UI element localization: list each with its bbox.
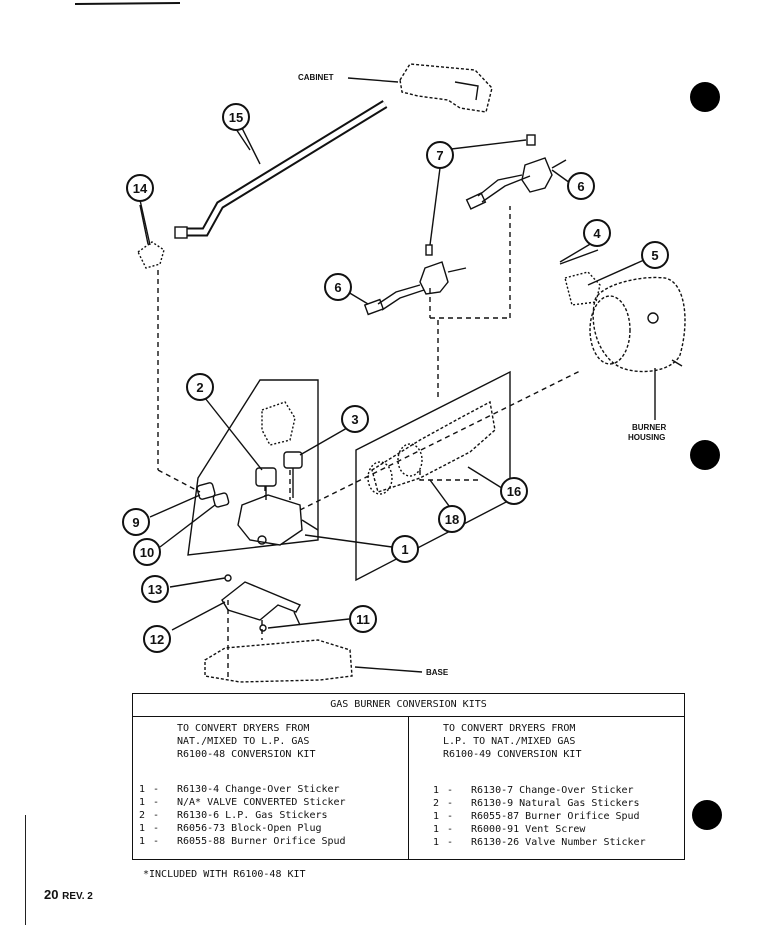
- kit-right-heading-1: TO CONVERT DRYERS FROM: [443, 723, 576, 734]
- callout-6-lower: 6: [334, 280, 341, 295]
- label-burner-housing-2: HOUSING: [628, 433, 665, 442]
- kit-left-item: 1-N/A* VALVE CONVERTED Sticker: [139, 797, 346, 808]
- kit-left-heading-2: NAT./MIXED TO L.P. GAS: [177, 736, 310, 747]
- callout-9: 9: [132, 515, 139, 530]
- callout-5: 5: [651, 248, 658, 263]
- callout-12: 12: [150, 632, 164, 647]
- label-base: BASE: [426, 668, 449, 677]
- kit-right-item: 1-R6000-91 Vent Screw: [433, 824, 586, 835]
- callout-15: 15: [229, 110, 243, 125]
- callout-18: 18: [445, 512, 459, 527]
- kit-right-item: 1-R6130-7 Change-Over Sticker: [433, 785, 634, 796]
- binder-hole-1: [690, 82, 720, 112]
- burner-housing: [559, 249, 686, 420]
- kit-table-divider: [408, 716, 409, 859]
- callout-11: 11: [356, 612, 370, 627]
- burner-panel: [355, 370, 511, 582]
- binder-hole-2: [690, 440, 720, 470]
- kit-table-title: GAS BURNER CONVERSION KITS: [133, 694, 684, 717]
- callout-7: 7: [436, 148, 443, 163]
- callout-4: 4: [593, 226, 601, 241]
- valve-bracket: [221, 574, 302, 632]
- callout-16: 16: [507, 484, 521, 499]
- label-cabinet: CABINET: [298, 73, 334, 82]
- callout-6-upper: 6: [577, 179, 584, 194]
- kit-left-item: 1-R6056-73 Block-Open Plug: [139, 823, 322, 834]
- kit-right-item: 1-R6130-26 Valve Number Sticker: [433, 837, 646, 848]
- callout-13: 13: [148, 582, 162, 597]
- callout-14: 14: [133, 181, 148, 196]
- valve-mounting-plate: [187, 379, 319, 556]
- kit-left-heading-1: TO CONVERT DRYERS FROM: [177, 723, 310, 734]
- kit-right-column: TO CONVERT DRYERS FROM L.P. TO NAT./MIXE…: [433, 722, 646, 849]
- leader-lines: [139, 128, 645, 631]
- dryer-base: [204, 639, 423, 683]
- flame-sensor-upper: [465, 134, 567, 210]
- margin-line: [25, 815, 26, 925]
- conversion-kit-table: GAS BURNER CONVERSION KITS TO CONVERT DR…: [132, 693, 685, 860]
- igniter-lower: [363, 244, 467, 316]
- page-number: 20 REV. 2: [44, 887, 93, 902]
- kit-left-item: 1-R6055-88 Burner Orifice Spud: [139, 836, 346, 847]
- kit-left-column: TO CONVERT DRYERS FROM NAT./MIXED TO L.P…: [139, 722, 346, 848]
- callout-circles: [122, 103, 669, 653]
- kit-right-heading-2: L.P. TO NAT./MIXED GAS: [443, 736, 576, 747]
- pipe-fitting: [137, 204, 165, 269]
- callout-10: 10: [140, 545, 154, 560]
- kit-right-item: 2-R6130-9 Natural Gas Stickers: [433, 798, 640, 809]
- kit-left-heading-3: R6100-48 CONVERSION KIT: [177, 749, 316, 760]
- gas-valve: [237, 451, 319, 546]
- footnote: *INCLUDED WITH R6100-48 KIT: [143, 869, 306, 880]
- gas-supply-pipe: [174, 100, 388, 239]
- kit-left-item: 2-R6130-6 L.P. Gas Stickers: [139, 810, 328, 821]
- revision-label: REV. 2: [62, 891, 93, 902]
- callout-3: 3: [351, 412, 358, 427]
- callout-2: 2: [196, 380, 203, 395]
- binder-hole-3: [692, 800, 722, 830]
- kit-right-item: 1-R6055-87 Burner Orifice Spud: [433, 811, 640, 822]
- label-burner-housing-1: BURNER: [632, 423, 666, 432]
- kit-left-item: 1-R6130-4 Change-Over Sticker: [139, 784, 340, 795]
- assembly-lines: [157, 206, 583, 680]
- kit-right-heading-3: R6100-49 CONVERSION KIT: [443, 749, 582, 760]
- fittings: [196, 482, 230, 508]
- cabinet-bracket: [347, 63, 493, 113]
- callout-1: 1: [401, 542, 408, 557]
